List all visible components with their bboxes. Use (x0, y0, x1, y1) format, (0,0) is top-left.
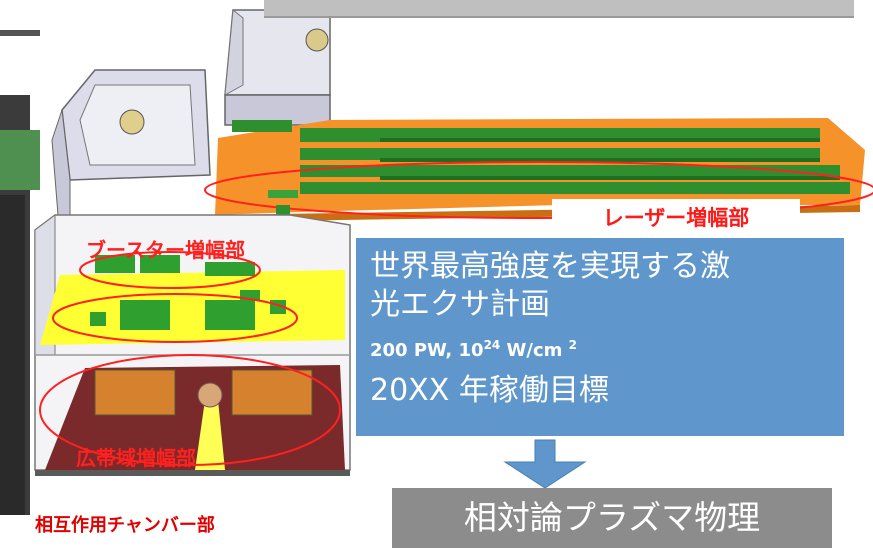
laser-table (204, 118, 873, 222)
booster-amplifier-label: ブースター増幅部 (86, 238, 245, 262)
upper-chamber-box (224, 9, 331, 126)
laser-amplifier-label: レーザー増幅部 (552, 199, 800, 237)
laser-highlight-ellipse (204, 161, 873, 219)
info-line-1: 世界最高強度を実現する激 (370, 249, 730, 284)
broadband-ellipse (39, 354, 341, 466)
booster-floor (40, 270, 345, 345)
unit-exponent: 2 (568, 338, 578, 352)
unit-text: W/cm (500, 340, 569, 361)
info-line-4: 20XX 年稼働目標 (370, 373, 609, 408)
booster-ellipse-lower (52, 293, 298, 343)
interaction-chamber-label: 相互作用チャンバー部 (35, 515, 215, 536)
booster-ellipse-upper (79, 251, 261, 289)
relativistic-plasma-box: 相対論プラズマ物理 (392, 488, 832, 548)
broadband-amplifier-label: 広帯域増幅部 (76, 446, 196, 470)
power-text: 200 PW, 10 (370, 340, 484, 361)
info-line-3: 200 PW, 1024 W/cm 2 (370, 324, 830, 372)
top-caption-bar (264, 0, 854, 18)
project-info-box: 世界最高強度を実現する激 光エクサ計画 200 PW, 1024 W/cm 2 … (356, 238, 844, 436)
background-photo (0, 30, 40, 515)
info-line-2: 光エクサ計画 (370, 287, 550, 322)
power-exponent: 24 (483, 338, 501, 352)
amplifier-building (34, 214, 351, 476)
octagon-chamber (51, 69, 211, 216)
down-arrow (503, 439, 587, 489)
facility-illustration (0, 9, 873, 515)
